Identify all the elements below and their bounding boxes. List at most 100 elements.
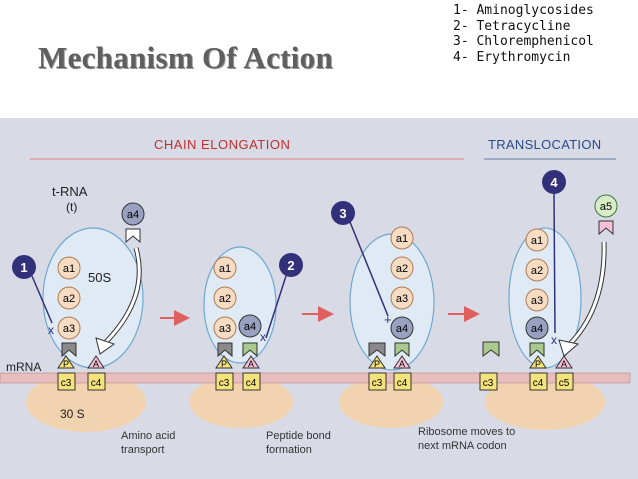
aa-a2-p4 xyxy=(525,258,549,282)
aa-a1-p3 xyxy=(390,226,414,250)
drug-2-label: 2 xyxy=(287,258,294,273)
aa-a2-p1-label: a2 xyxy=(63,293,75,305)
legend-item-3: 3- Chloremphenicol xyxy=(453,34,594,49)
drug-3-plus-mark: + xyxy=(384,312,392,327)
aa-a4-p2-label: a4 xyxy=(244,321,256,333)
codon-c3-p1-label: c3 xyxy=(61,378,72,389)
drug-1-line xyxy=(31,275,53,324)
protein-synthesis-diagram: CHAIN ELONGATION TRANSLOCATION mRNA 50S … xyxy=(0,118,638,479)
trna-shape-p2a xyxy=(217,342,233,358)
mrna-label: mRNA xyxy=(6,360,41,374)
drug-4-x-mark: x xyxy=(551,333,557,347)
codon-c3-p3 xyxy=(368,372,387,391)
aa-a3-p1-label: a3 xyxy=(63,323,75,335)
aa-a1-p4-label: a1 xyxy=(531,235,543,247)
aa-a1-p3-label: a1 xyxy=(396,233,408,245)
aa-a1-p2-label: a1 xyxy=(219,263,231,275)
trna-shape-p1 xyxy=(61,342,77,358)
codon-c4-p4-label: c4 xyxy=(533,378,544,389)
aa-a1-p4 xyxy=(525,228,549,252)
translocation-arrow-fill xyxy=(566,241,606,348)
aa-a2-p2-label: a2 xyxy=(219,293,231,305)
caption-step2-line2: formation xyxy=(266,444,312,456)
mrna-strand xyxy=(0,372,631,384)
aa-a4-p3-label: a4 xyxy=(396,323,408,335)
a-site-2-label: A xyxy=(248,359,254,369)
drug-1-marker xyxy=(12,255,36,279)
aa-a2-p3 xyxy=(390,256,414,280)
caption-step1-line1: Amino acid xyxy=(121,430,175,442)
codon-c3-p2 xyxy=(215,372,234,391)
aa-a5-p4-label: a5 xyxy=(600,201,612,213)
a-site-2 xyxy=(242,355,260,369)
codon-c4-p3-label: c4 xyxy=(397,378,408,389)
chain-elongation-label: CHAIN ELONGATION xyxy=(154,137,290,152)
subunit-30s-1 xyxy=(26,372,146,432)
subunit-30s-3 xyxy=(339,376,443,428)
codon-c4-p4 xyxy=(529,372,548,391)
trna-t-label: (t) xyxy=(66,200,77,214)
p-site-3 xyxy=(368,355,386,369)
codon-c4-p2-label: c4 xyxy=(246,378,257,389)
label-30s: 30 S xyxy=(60,407,85,421)
released-trna-shape xyxy=(482,341,500,357)
p-site-4-label: P xyxy=(535,359,541,369)
aa-a2-p1 xyxy=(57,286,81,310)
drug-1-label: 1 xyxy=(20,260,27,275)
codon-c4-p1-label: c4 xyxy=(91,378,102,389)
aa-a2-p3-label: a2 xyxy=(396,263,408,275)
aa-a3-p3 xyxy=(390,286,414,310)
aa-a4-p1-label: a4 xyxy=(127,209,139,221)
translocation-arrowhead xyxy=(558,339,580,357)
aa-a3-p3-label: a3 xyxy=(396,293,408,305)
aa-a3-p2 xyxy=(213,316,237,340)
aa-a2-p4-label: a2 xyxy=(531,265,543,277)
aa-a4-p4-label: a4 xyxy=(531,323,543,335)
drug-4-marker xyxy=(542,170,566,194)
aa-a3-p1 xyxy=(57,316,81,340)
caption-step3-line2: next mRNA codon xyxy=(418,440,507,452)
aa-a4-p3 xyxy=(390,316,414,340)
codon-c3-p2-label: c3 xyxy=(219,378,230,389)
drug-2-marker xyxy=(279,253,303,277)
codon-c3-released-label: c3 xyxy=(483,378,494,389)
codon-c3-p3-label: c3 xyxy=(372,378,383,389)
p-site-1-label: P xyxy=(63,359,69,369)
aa-a1-p1-label: a1 xyxy=(63,263,75,275)
trna-shape-p2b xyxy=(242,342,258,358)
aa-a4-p2 xyxy=(238,314,262,338)
a-site-4-label: A xyxy=(561,359,567,369)
p-site-2-label: P xyxy=(221,359,227,369)
aa-a3-p4 xyxy=(525,288,549,312)
codon-c5-p4 xyxy=(555,372,574,391)
p-site-1 xyxy=(57,355,75,369)
aa-a4-p1 xyxy=(121,202,145,226)
a-site-4 xyxy=(555,355,573,369)
trna-shape-p3a xyxy=(368,342,386,357)
codon-c3-released xyxy=(479,372,498,391)
p-site-4 xyxy=(529,355,547,369)
drug-3-line xyxy=(349,221,389,317)
aa-a1-p2 xyxy=(213,256,237,280)
drug-legend: 1- Aminoglycosides 2- Tetracycline 3- Ch… xyxy=(453,3,594,65)
subunit-30s-2 xyxy=(189,376,293,428)
trna-label: t-RNA xyxy=(52,184,88,199)
a-site-3-label: A xyxy=(399,359,405,369)
p-site-2 xyxy=(215,355,233,369)
a-site-1 xyxy=(87,355,105,369)
aa-a4-p4 xyxy=(525,316,549,340)
legend-item-4: 4- Erythromycin xyxy=(453,49,571,65)
aa-a3-p2-label: a3 xyxy=(219,323,231,335)
label-50s: 50S xyxy=(88,270,111,285)
aa-a2-p2 xyxy=(213,286,237,310)
caption-step3-line1: Ribosome moves to xyxy=(418,426,515,438)
codon-c5-p4-label: c5 xyxy=(559,378,570,389)
incoming-trna-p4 xyxy=(598,220,614,236)
caption-step1-line2: transport xyxy=(121,444,164,456)
translocation-label: TRANSLOCATION xyxy=(488,137,601,152)
legend-item-1: 1- Aminoglycosides xyxy=(453,3,594,18)
trna-shape-p3b xyxy=(394,342,410,358)
subunit-30s-4 xyxy=(485,374,605,430)
legend-item-2: 2- Tetracycline xyxy=(453,18,571,34)
trna-shape-p4 xyxy=(529,342,545,358)
